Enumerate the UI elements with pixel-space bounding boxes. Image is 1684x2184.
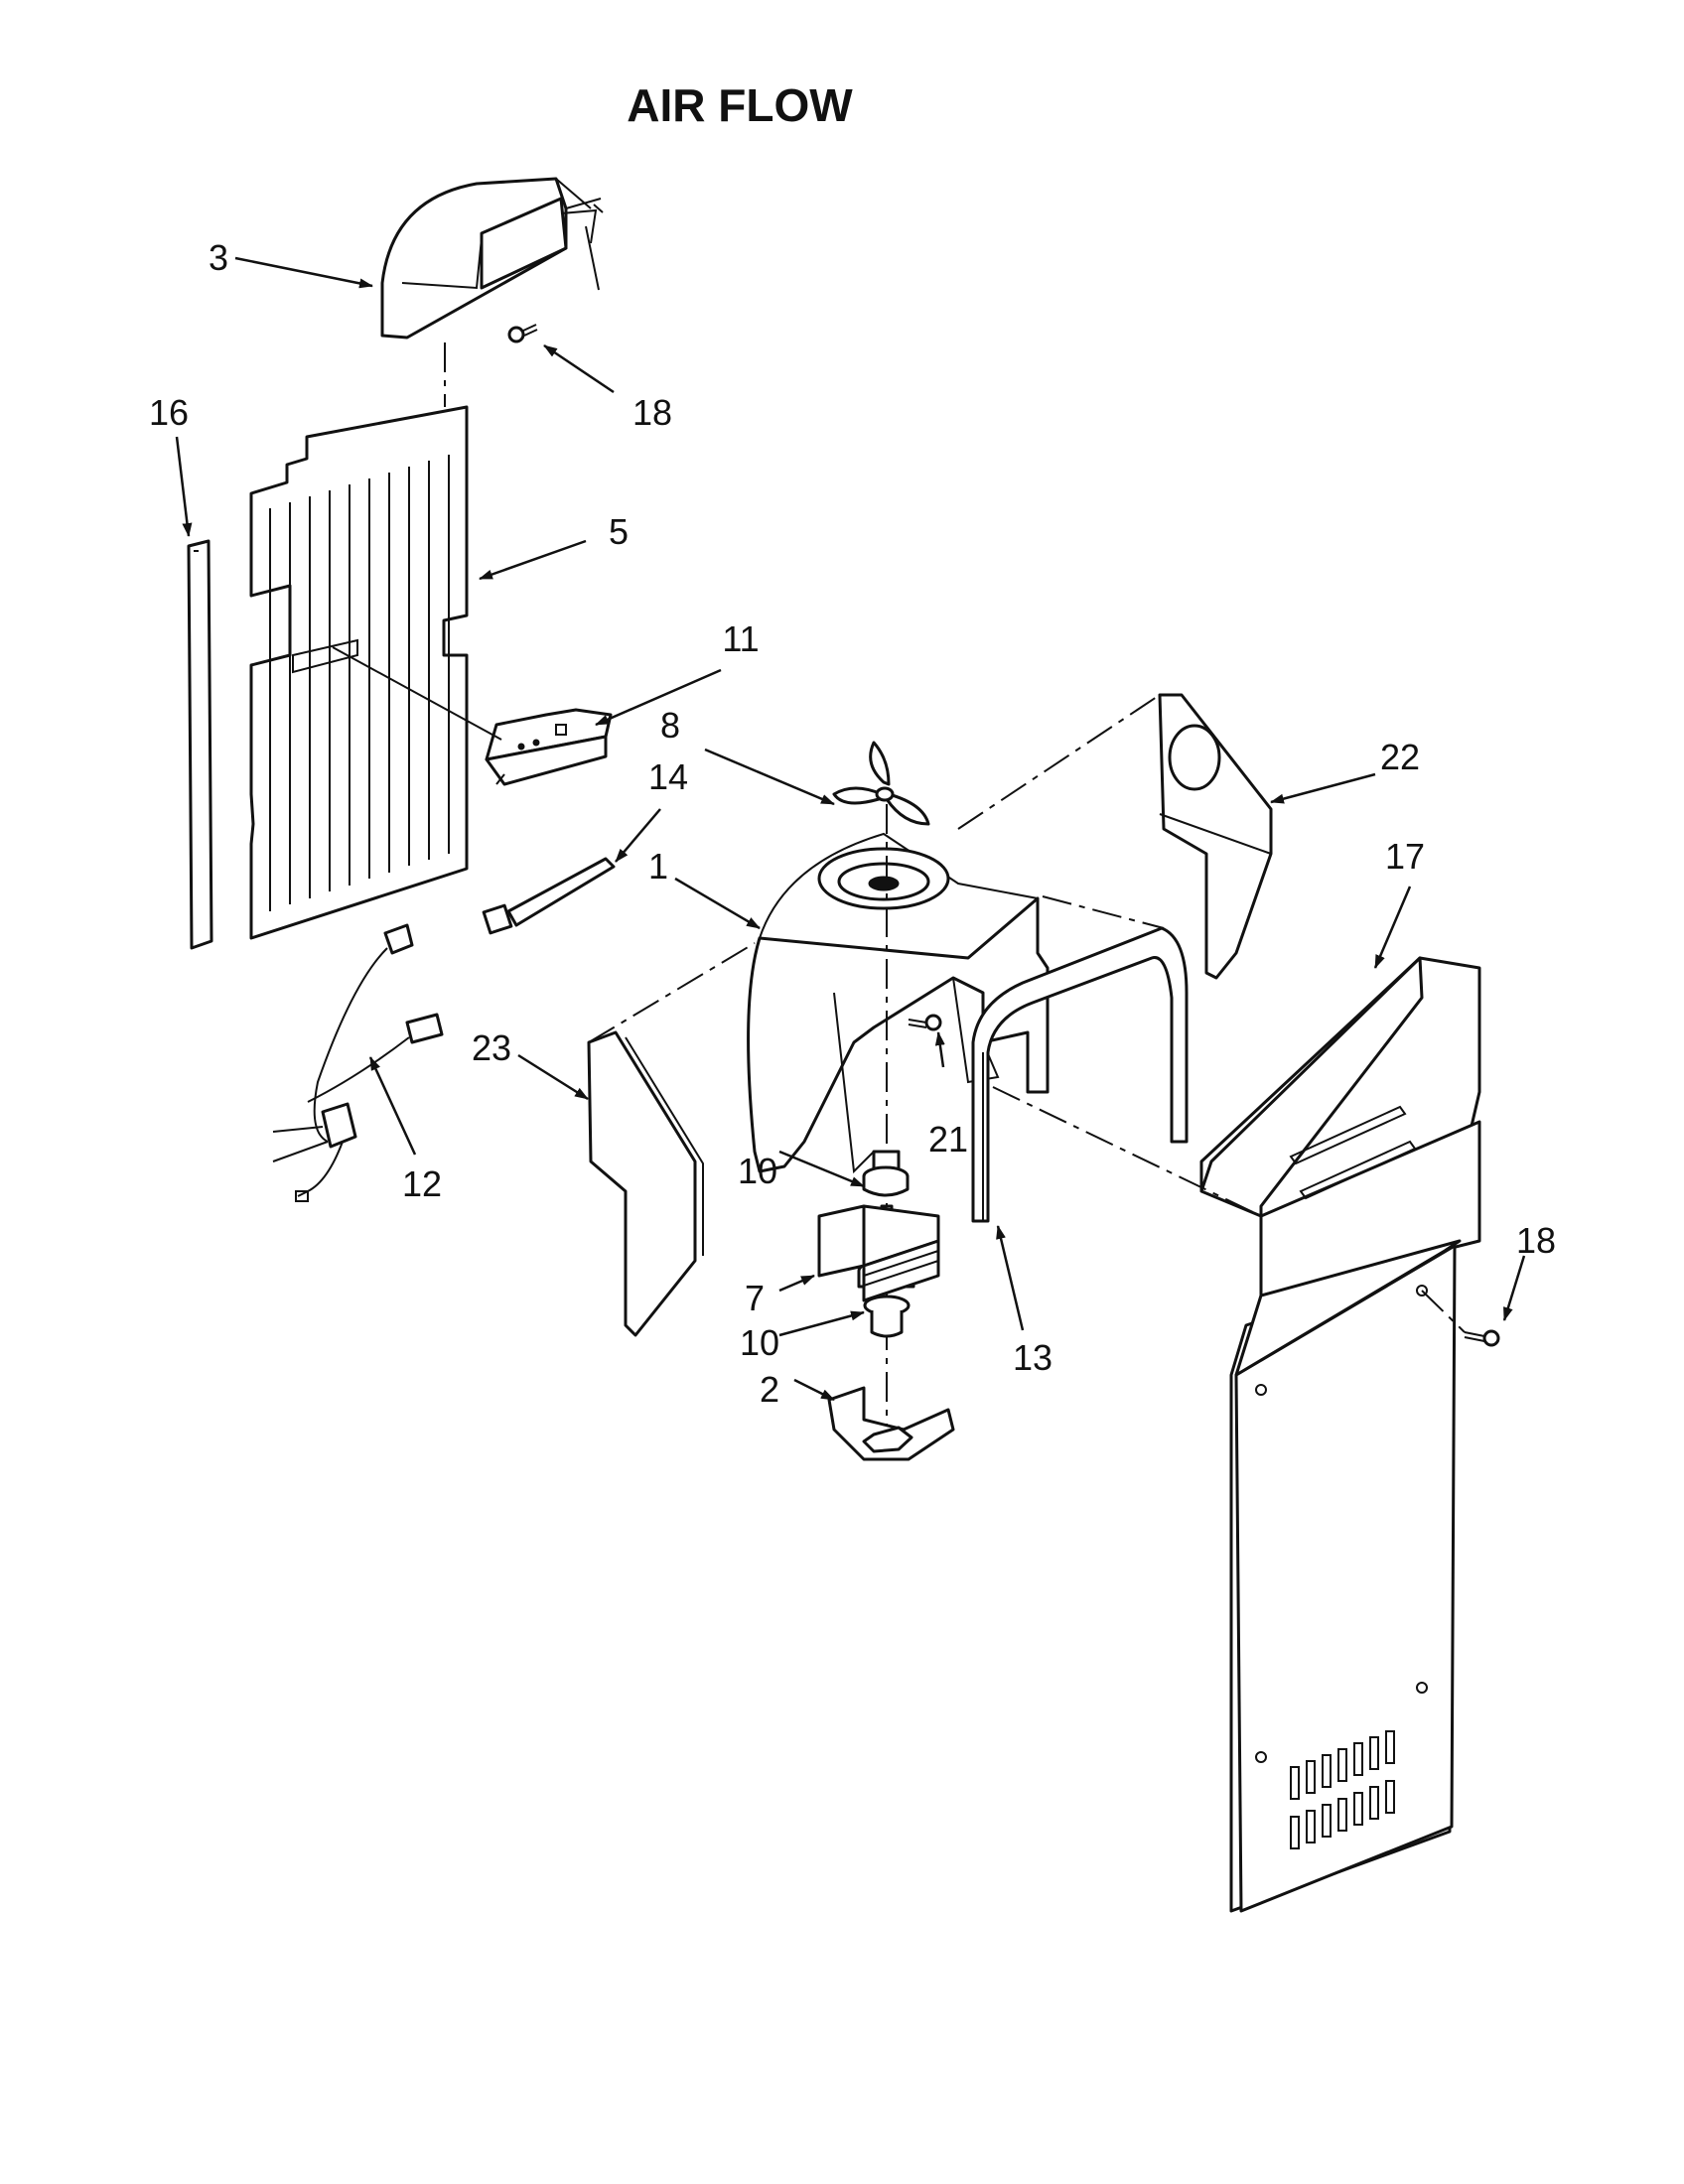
diagram-title: AIR FLOW: [627, 79, 853, 131]
part-2-motor-bracket: [827, 1386, 955, 1461]
part-14-cable-tie: [482, 857, 616, 935]
callout-18-right: 18: [1516, 1220, 1556, 1261]
callout-1: 1: [648, 846, 668, 887]
part-17-rear-duct-panel: [1199, 956, 1481, 1913]
callout-22: 22: [1380, 737, 1420, 777]
part-22-right-baffle: [1158, 693, 1273, 980]
callout-16: 16: [149, 392, 189, 433]
assembly-line-23: [588, 942, 756, 1043]
part-18-screw-right: [1464, 1329, 1500, 1347]
callout-14: 14: [648, 756, 688, 797]
part-12-wire-harness: [272, 923, 444, 1202]
assembly-line-17: [992, 1086, 1262, 1217]
part-11-bracket: [332, 646, 613, 786]
callout-13: 13: [1013, 1337, 1052, 1378]
part-8-fan-blade: [832, 741, 930, 826]
callout-21: 21: [928, 1119, 968, 1160]
part-21-screw: [908, 1014, 942, 1031]
part-18-screw-top: [507, 324, 538, 343]
part-1-fan-housing: [747, 832, 1050, 1174]
assembly-line-22b: [1042, 895, 1165, 929]
callout-18-top: 18: [632, 392, 672, 433]
part-5-grille-panel: [249, 405, 469, 940]
part-16-vertical-strip: [187, 539, 213, 950]
callout-5: 5: [609, 511, 629, 552]
callout-7: 7: [745, 1278, 765, 1318]
callout-3: 3: [209, 237, 228, 278]
part-13-u-gasket: [971, 926, 1189, 1223]
callout-10-upper: 10: [738, 1151, 777, 1191]
callout-leaders: [175, 256, 1526, 1402]
part-23-left-duct: [587, 1030, 704, 1337]
callout-11: 11: [722, 618, 759, 659]
callout-10-lower: 10: [740, 1322, 779, 1363]
assembly-line-18-right: [1421, 1290, 1466, 1333]
part-7-fan-motor: [817, 1204, 940, 1302]
part-10-grommet-upper: [862, 1150, 910, 1197]
callout-12: 12: [402, 1163, 442, 1204]
assembly-line-22: [957, 694, 1161, 830]
callout-17: 17: [1385, 836, 1425, 877]
part-3-duct-cover: [380, 177, 604, 340]
part-10-grommet-lower: [863, 1295, 911, 1338]
callout-8: 8: [660, 705, 680, 746]
callout-2: 2: [760, 1369, 779, 1410]
callout-23: 23: [472, 1027, 511, 1068]
